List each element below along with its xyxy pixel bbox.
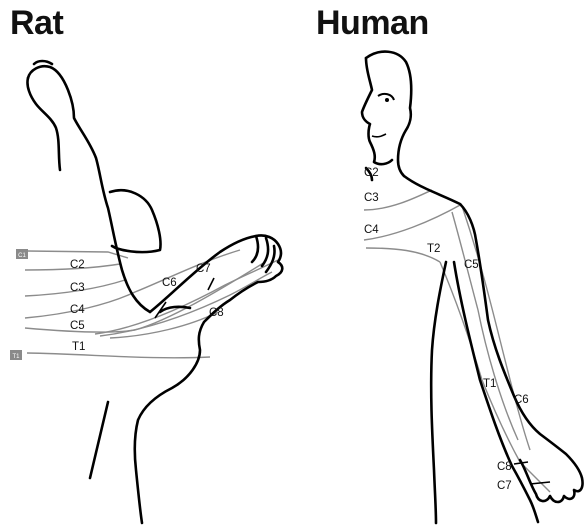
rat-dermatome-t1	[27, 353, 210, 358]
human-label-c6: C6	[514, 394, 529, 406]
rat-figure: C1 T1 C2 C3 C4 C5 C6 C7 C8 T1	[10, 61, 282, 523]
rat-label-c3: C3	[70, 282, 85, 294]
human-label-t2: T2	[427, 243, 440, 255]
rat-head-neck-outline	[28, 66, 150, 312]
human-face-outline	[362, 58, 392, 164]
rat-dermatome-lines	[25, 250, 278, 358]
rat-body-back-line	[90, 402, 108, 478]
human-arm-inner-outline	[454, 262, 538, 522]
human-label-c5: C5	[464, 259, 479, 271]
human-label-c7: C7	[497, 480, 512, 492]
rat-label-c5: C5	[70, 320, 85, 332]
rat-snout-outline	[27, 61, 60, 170]
human-label-t1: T1	[483, 378, 496, 390]
human-head-outline	[366, 52, 411, 176]
human-label-c2: C2	[364, 167, 379, 179]
svg-text:C1: C1	[18, 253, 26, 259]
human-shoulder-arm-outline	[404, 176, 583, 502]
rat-label-c2: C2	[70, 259, 85, 271]
rat-label-c4: C4	[70, 304, 85, 316]
rat-label-t1: T1	[72, 341, 85, 353]
human-label-c8: C8	[497, 461, 512, 473]
human-c7-tick	[530, 482, 550, 484]
human-label-c4: C4	[364, 224, 379, 236]
rat-edge-marker-c1: C1	[16, 249, 28, 259]
svg-text:T1: T1	[12, 354, 20, 360]
human-c8-tick	[514, 462, 528, 464]
rat-label-c7: C7	[196, 263, 211, 275]
human-torso-outline	[431, 262, 446, 523]
human-dermatome-t1-line	[440, 262, 520, 462]
human-figure: C2 C3 C4 T2 C5 T1 C6 C8 C7	[362, 52, 583, 523]
human-pupil	[385, 98, 389, 102]
human-dermatome-lines	[364, 190, 550, 492]
rat-label-c8: C8	[209, 307, 224, 319]
rat-label-c6: C6	[162, 277, 177, 289]
rat-c7-tick	[208, 278, 214, 290]
human-dermatome-c5-c6-line	[452, 212, 518, 440]
human-mouth	[372, 134, 386, 137]
rat-ear-outline	[110, 190, 161, 252]
rat-edge-marker-t1: T1	[10, 350, 22, 360]
rat-dermatome-c1	[27, 251, 128, 258]
human-label-c3: C3	[364, 192, 379, 204]
